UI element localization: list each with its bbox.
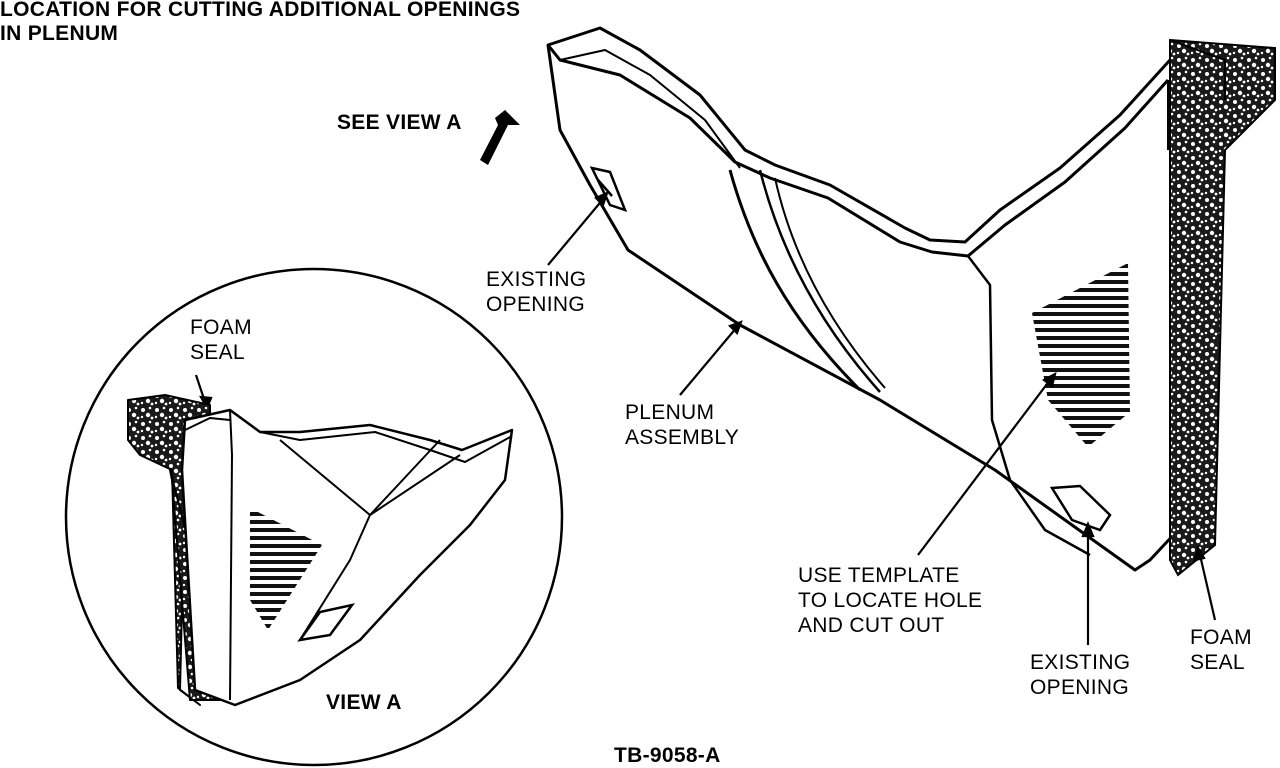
existing-opening-left-line1: EXISTING xyxy=(486,268,587,291)
view-a-drawing xyxy=(127,394,514,707)
view-a-plenum-body xyxy=(180,408,514,707)
diagram-title-line1: LOCATION FOR CUTTING ADDITIONAL OPENINGS xyxy=(0,0,521,21)
see-view-a-label: SEE VIEW A xyxy=(337,111,462,134)
use-template-line3: AND CUT OUT xyxy=(798,614,945,637)
use-template-line1: USE TEMPLATE xyxy=(798,564,960,587)
foam-seal-right-shape xyxy=(1169,38,1276,577)
existing-opening-bottom-line2: OPENING xyxy=(1030,676,1129,699)
foam-seal-right-line2: SEAL xyxy=(1190,651,1245,674)
foam-seal-view-line2: SEAL xyxy=(190,341,245,364)
template-hatch-main xyxy=(1032,263,1130,447)
plenum-curved-divider xyxy=(728,169,862,392)
plenum-assembly-line1: PLENUM xyxy=(625,401,715,424)
foam-seal-right-line1: FOAM xyxy=(1190,626,1252,649)
view-a-circle xyxy=(64,267,564,767)
existing-opening-bottom-line1: EXISTING xyxy=(1030,651,1131,674)
existing-opening-left-line2: OPENING xyxy=(486,293,585,316)
plenum-curved-divider-inner xyxy=(758,169,881,393)
diagram-title-line2: IN PLENUM xyxy=(0,22,119,45)
use-template-line2: TO LOCATE HOLE xyxy=(798,589,983,612)
see-view-a-arrow xyxy=(480,110,520,165)
plenum-top-rim-inner xyxy=(559,49,741,169)
foam-seal-view-line1: FOAM xyxy=(190,316,252,339)
existing-opening-left-shape xyxy=(589,166,628,213)
existing-opening-bottom-shape xyxy=(1049,484,1112,532)
plenum-top-rim xyxy=(546,44,1170,258)
view-a-label: VIEW A xyxy=(326,691,402,714)
view-a-opening xyxy=(297,603,355,642)
plenum-body-outline xyxy=(546,26,1180,572)
plenum-corner-edge xyxy=(967,255,1091,557)
figure-number: TB-9058-A xyxy=(614,744,721,767)
plenum-assembly-drawing xyxy=(546,26,1180,572)
leader-lines xyxy=(194,190,1217,645)
template-hatch-view xyxy=(250,508,322,630)
plenum-assembly-line2: ASSEMBLY xyxy=(625,426,740,449)
plenum-curved-divider-2 xyxy=(774,177,886,389)
